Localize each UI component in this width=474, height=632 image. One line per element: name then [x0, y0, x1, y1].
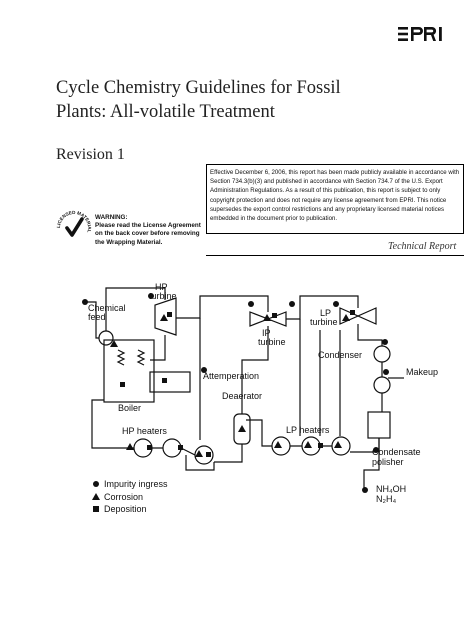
lp-heater: [271, 436, 291, 456]
warning-heading: WARNING:: [95, 214, 128, 221]
lp-turbine-label: LP: [320, 308, 331, 318]
diagram-legend: Impurity ingress Corrosion Deposition: [92, 479, 168, 514]
condensate-polisher-label: Condensate: [372, 447, 421, 457]
condenser: [373, 345, 391, 363]
lp-heater: [301, 436, 321, 456]
title-line-2: Plants: All-volatile Treatment: [56, 102, 275, 122]
attemperation-label: Attemperation: [203, 371, 259, 381]
deaerator-label: Deaerator: [222, 391, 262, 401]
export-control-notice: Effective December 6, 2006, this report …: [206, 164, 464, 234]
condenser-label: Condenser: [318, 350, 362, 360]
hp-turbine-label: turbine: [149, 291, 177, 301]
legend-item: Corrosion: [104, 492, 143, 502]
hp-turbine-label: HP: [155, 282, 168, 292]
condensate-polisher: [367, 411, 391, 439]
ip-turbine-label: IP: [262, 328, 271, 338]
legend-square-icon: [93, 506, 99, 512]
hp-turbine: [154, 297, 177, 336]
lp-turbine-label: turbine: [310, 317, 338, 327]
legend-triangle-icon: [92, 493, 100, 500]
hp-heaters-label: HP heaters: [122, 426, 167, 436]
warning-text: WARNING: Please read the License Agreeme…: [95, 214, 205, 247]
lp-heater: [331, 436, 351, 456]
lp-heaters-label: LP heaters: [286, 425, 330, 435]
chemical-feed-label: feed: [88, 312, 106, 322]
epri-logo: [398, 26, 450, 47]
report-title: Cycle Chemistry Guidelines for Fossil Pl…: [56, 76, 386, 124]
revision-label: Revision 1: [56, 146, 125, 163]
warning-line: on the back cover before removing: [95, 230, 200, 238]
legend-circle-icon: [93, 481, 99, 487]
legend-item: Deposition: [104, 504, 147, 514]
licensed-material-seal: LICENSED MATERIAL: [54, 208, 94, 253]
chemical-feed-label: Chemical: [88, 303, 126, 313]
boiler-label: Boiler: [118, 403, 141, 413]
cycle-diagram: Chemical feed HP turbine IP turbine LP t…: [82, 282, 438, 514]
nh4oh-label: NH₄OH: [376, 484, 406, 494]
condensate-polisher-label: polisher: [372, 457, 404, 467]
boiler: [103, 339, 155, 403]
makeup-label: Makeup: [406, 367, 438, 377]
divider: [206, 255, 464, 256]
title-line-1: Cycle Chemistry Guidelines for Fossil: [56, 78, 341, 98]
legend-item: Impurity ingress: [104, 479, 168, 489]
ip-turbine-label: turbine: [258, 337, 286, 347]
report-type: Technical Report: [388, 241, 457, 252]
boiler-drum: [98, 330, 114, 346]
n2h4-label: N₂H₄: [376, 494, 396, 504]
condensate-pump: [373, 376, 391, 394]
warning-line: the Wrapping Material.: [95, 238, 163, 246]
warning-line: Please read the License Agreement: [95, 222, 201, 230]
